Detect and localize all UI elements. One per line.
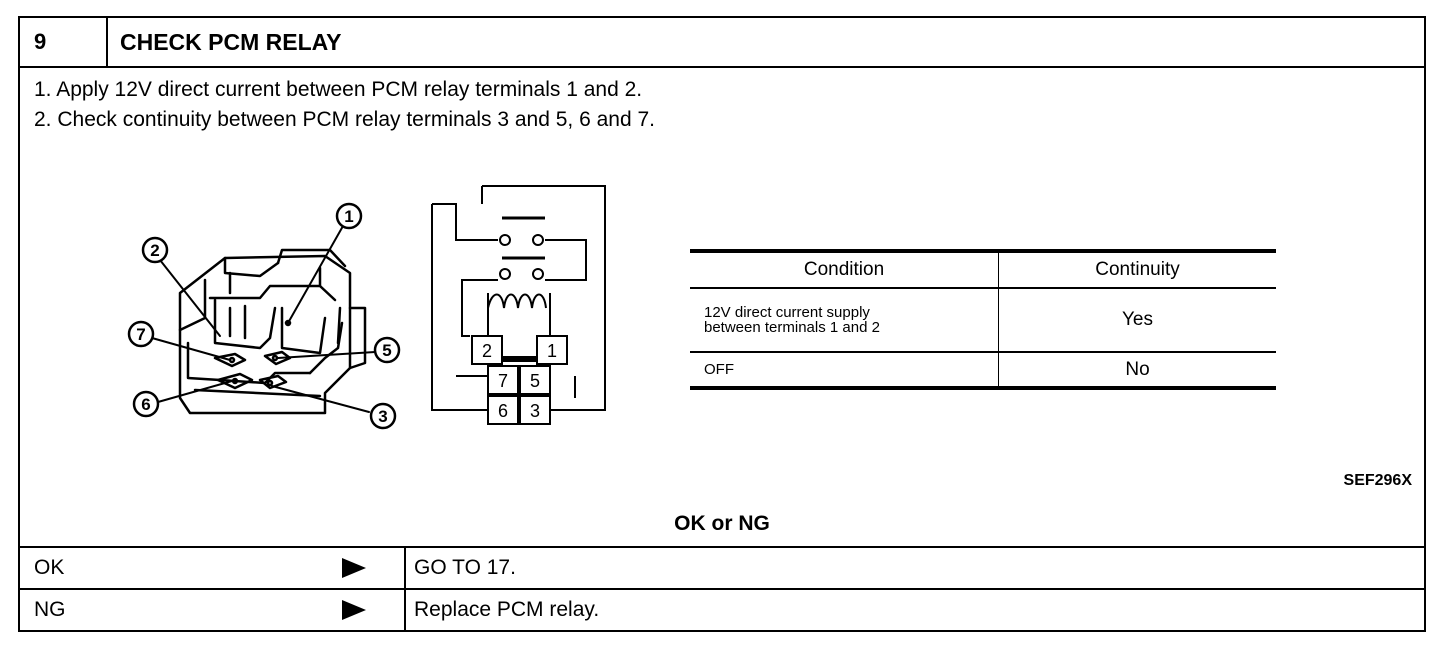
result-row-ng: NG Replace PCM relay. [20,588,1424,630]
schematic-terminal-1: 1 [547,341,557,361]
relay-schematic [431,185,606,411]
schematic-terminal-2: 2 [482,341,492,361]
condition-cell: OFF [690,352,999,390]
instruction-step-1: 1. Apply 12V direct current between PCM … [34,78,643,101]
callout-6: 6 [141,395,150,414]
relay-illustration: 1 2 3 5 6 7 [127,185,606,430]
schematic-terminal-block [471,335,568,425]
procedure-header: 9 CHECK PCM RELAY [20,18,1424,68]
instruction-list: 1. Apply 12V direct current between PCM … [34,75,655,135]
procedure-table: 9 CHECK PCM RELAY 1. Apply 12V direct cu… [18,16,1426,632]
step-title: CHECK PCM RELAY [120,29,342,55]
schematic-terminal-7: 7 [498,371,508,391]
result-action: Replace PCM relay. [404,590,1424,630]
continuity-table: Condition Continuity 12V direct current … [690,249,1276,390]
result-row-ok: OK GO TO 17. [20,546,1424,588]
callout-1: 1 [344,207,353,226]
callout-7: 7 [136,325,145,344]
table-row: 12V direct current supply between termin… [690,288,1276,353]
figure-id: SEF296X [1343,472,1412,489]
arrow-right-icon [342,600,366,620]
result-action: GO TO 17. [404,548,1424,588]
continuity-cell: No [998,352,1276,390]
column-header-continuity: Continuity [998,249,1276,289]
verdict-heading: OK or NG [674,512,770,535]
step-number: 9 [20,18,108,66]
instruction-step-2: 2. Check continuity between PCM relay te… [34,108,655,131]
result-label: NG [34,598,66,621]
callout-3: 3 [378,407,387,426]
schematic-terminal-6: 6 [498,401,508,421]
condition-line: between terminals 1 and 2 [704,319,880,336]
table-row: OFF No [690,352,1276,390]
condition-cell: 12V direct current supply between termin… [690,288,999,353]
arrow-right-icon [342,558,366,578]
continuity-cell: Yes [998,288,1276,353]
condition-line: 12V direct current supply [704,304,870,321]
schematic-terminal-5: 5 [530,371,540,391]
schematic-terminal-3: 3 [530,401,540,421]
callout-5: 5 [382,341,391,360]
callout-2: 2 [150,241,159,260]
column-header-condition: Condition [690,249,999,289]
result-label: OK [34,556,65,579]
